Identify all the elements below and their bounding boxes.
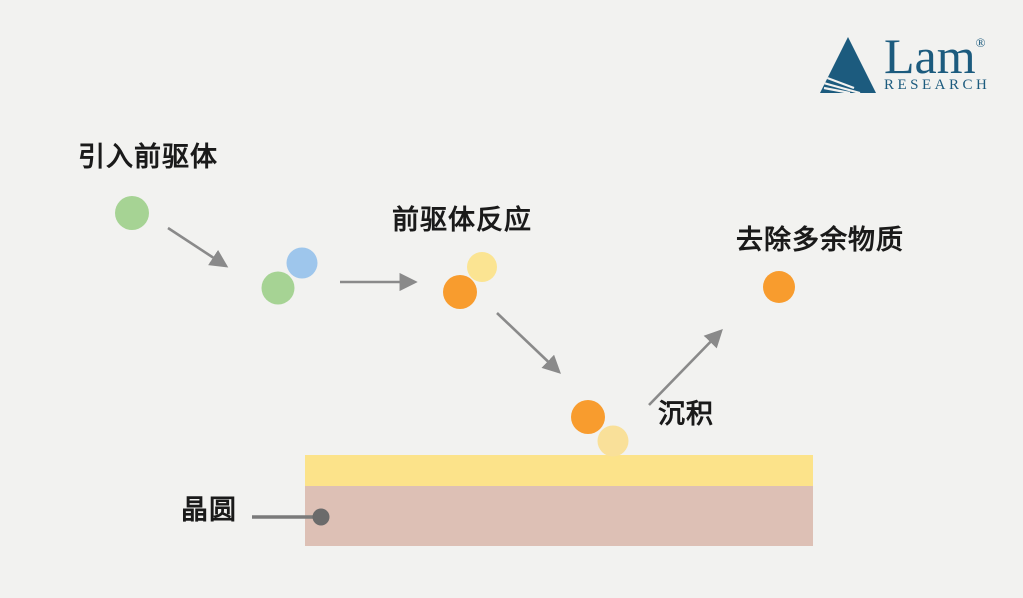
lam-research-logo: Lam ® RESEARCH xyxy=(820,28,991,94)
logo-wordmark-text: Lam xyxy=(884,28,976,84)
arrow-surface-to-removal xyxy=(648,329,723,406)
deposited-yellow-molecule xyxy=(597,425,629,457)
arrow-reaction-to-surface xyxy=(496,312,561,374)
label-introduce-precursor: 引入前驱体 xyxy=(78,142,218,172)
logo-wordmark: Lam ® xyxy=(884,28,990,84)
deposited-orange-molecule xyxy=(571,400,605,434)
logo-subtext: RESEARCH xyxy=(884,77,991,93)
label-remove-excess: 去除多余物质 xyxy=(736,225,904,255)
precursor-green-molecule xyxy=(115,196,149,230)
arrow-introduce-to-pair xyxy=(167,226,229,268)
label-wafer: 晶圆 xyxy=(181,495,237,525)
lam-triangle-icon xyxy=(820,37,876,93)
precursor-blue-molecule xyxy=(286,247,318,279)
excess-orange-molecule xyxy=(763,271,795,303)
wafer-film-layer xyxy=(305,455,813,486)
reaction-orange-molecule xyxy=(443,275,477,309)
label-precursor-reaction: 前驱体反应 xyxy=(392,205,532,235)
logo-triangle xyxy=(820,37,876,93)
logo-text: Lam ® RESEARCH xyxy=(884,28,991,93)
wafer-pointer-dot xyxy=(312,508,330,526)
reaction-light-yellow-molecule xyxy=(467,252,497,282)
precursor-green-molecule-2 xyxy=(261,271,295,305)
wafer-substrate-layer xyxy=(305,486,813,546)
label-deposition: 沉积 xyxy=(658,399,714,429)
registered-mark: ® xyxy=(975,35,986,50)
